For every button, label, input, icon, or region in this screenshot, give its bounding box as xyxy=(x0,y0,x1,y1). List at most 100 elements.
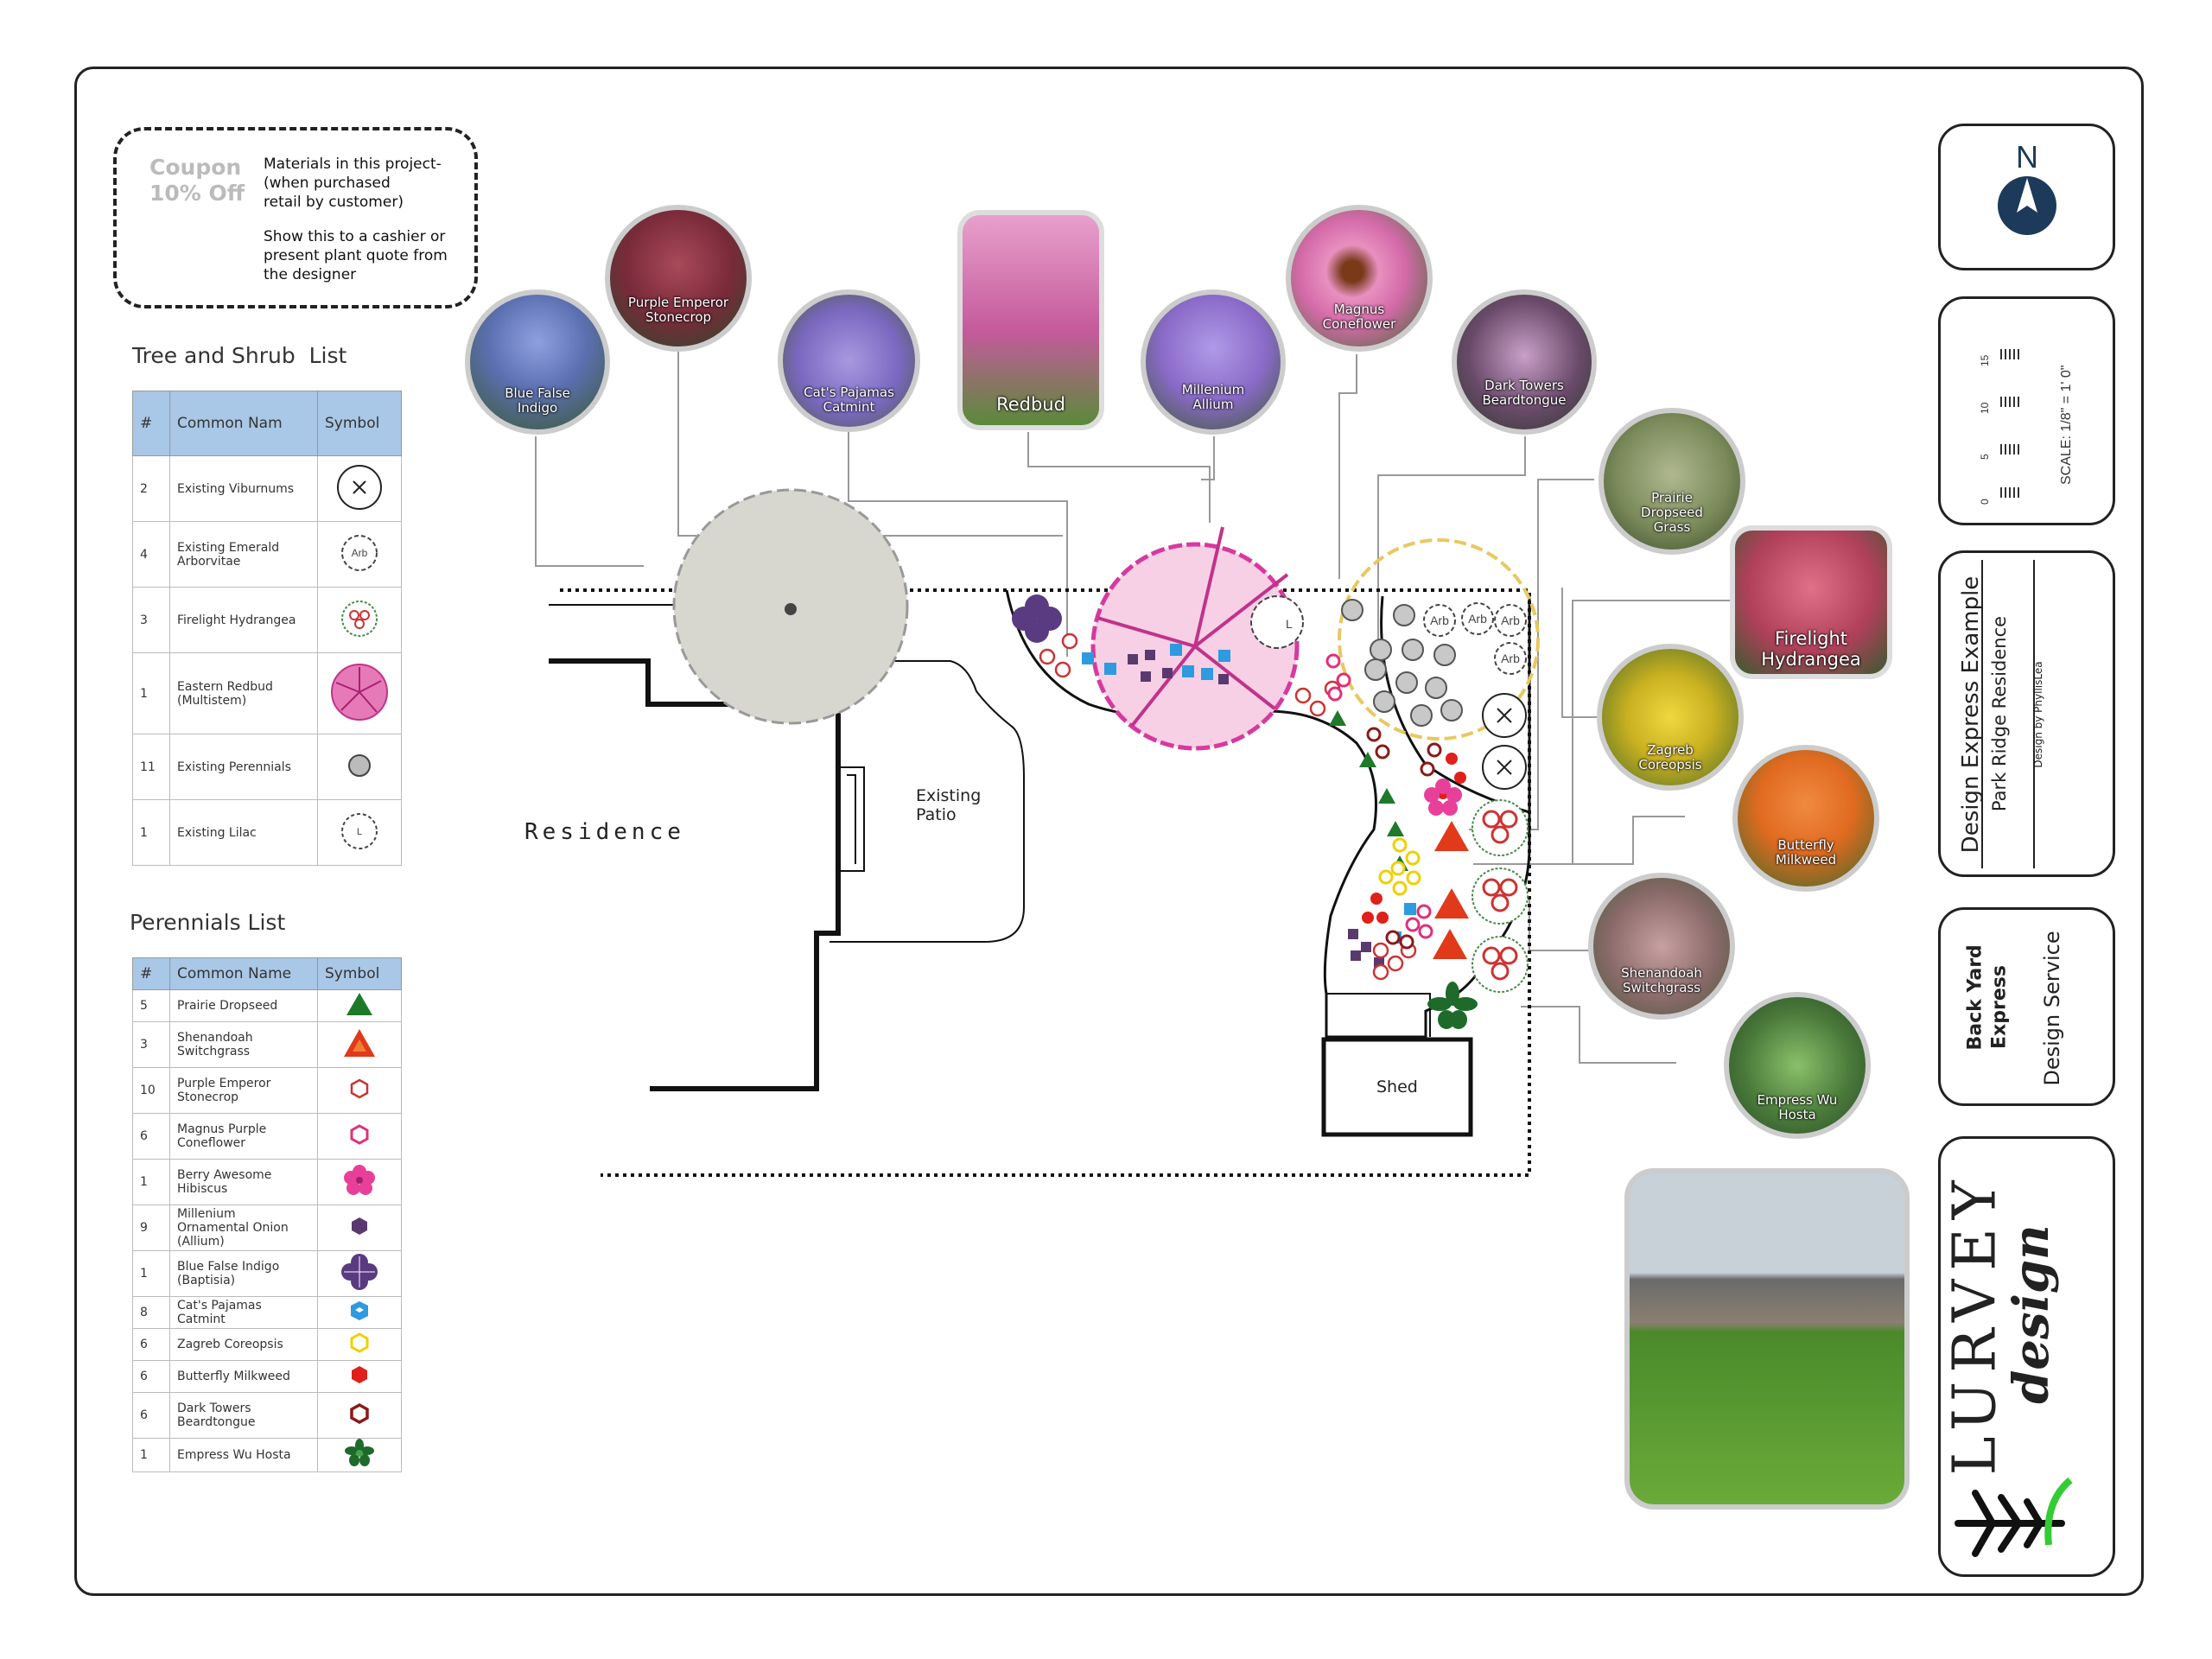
svg-text:L: L xyxy=(357,827,362,837)
coupon-text-2: Show this to a cashier or present plant … xyxy=(264,228,448,283)
photo-zagreb xyxy=(1597,644,1744,791)
label-purple-emperor: Purple Emperor Stonecrop xyxy=(627,295,729,325)
photo-dark-towers xyxy=(1452,289,1597,435)
x-circle-icon xyxy=(317,455,402,522)
gray-dot-icon xyxy=(317,734,402,800)
svg-text:N: N xyxy=(2016,139,2038,175)
red-hexagon-outline-icon xyxy=(317,1067,402,1114)
arb-icon: Arb xyxy=(317,521,402,588)
photo-purple-emperor xyxy=(605,205,752,352)
scale-box: 0 5 10 15 SCALE: 1/8" = 1' 0" xyxy=(1938,296,2115,525)
yard-photo xyxy=(1624,1168,1910,1510)
purple-cube-icon xyxy=(317,1205,402,1251)
logo-box: LURVEY design xyxy=(1938,1136,2115,1577)
photo-cats-pajamas xyxy=(778,289,920,432)
table-row: 11 Existing Perennials xyxy=(132,734,402,800)
photo-butterfly xyxy=(1732,745,1879,892)
photo-shenandoah xyxy=(1588,873,1735,1020)
label-prairie-dropseed: Prairie Dropseed Grass xyxy=(1641,490,1703,535)
label-millenium: Millenium Allium xyxy=(1181,382,1245,412)
tree-list-table: # Common Nam Symbol 2 Existing Viburnums… xyxy=(132,391,402,866)
svg-text:0: 0 xyxy=(1979,499,1991,505)
blue-cube-icon xyxy=(317,1296,402,1329)
table-row: 3 Firelight Hydrangea xyxy=(132,587,402,653)
photo-redbud xyxy=(957,210,1104,430)
label-firelight: Firelight Hydrangea xyxy=(1761,628,1861,670)
photo-empress-wu xyxy=(1724,992,1871,1139)
svg-text:15: 15 xyxy=(1979,354,1991,366)
coupon-text-1: Materials in this project- (when purchas… xyxy=(264,156,442,211)
perennial-list-title: Perennials List xyxy=(130,910,286,935)
red-triangle-icon xyxy=(317,1021,402,1068)
title-block: Design Express Example Park Ridge Reside… xyxy=(1938,550,2115,877)
redbud-icon xyxy=(317,652,402,734)
coupon-box: Coupon 10% Off Materials in this project… xyxy=(113,127,478,308)
logo-tree-icon xyxy=(1955,1477,2073,1557)
photo-millenium xyxy=(1141,289,1286,435)
label-zagreb: Zagreb Coreopsis xyxy=(1638,742,1702,772)
pink-flower-icon xyxy=(317,1159,402,1205)
pink-hexagon-icon xyxy=(317,1113,402,1160)
service-line-1: Back Yard xyxy=(1964,944,1986,1051)
red-hexagon-icon xyxy=(317,1360,402,1393)
shed-label: Shed xyxy=(1376,1077,1418,1096)
hosta-icon xyxy=(317,1438,402,1472)
tree-col-num: # xyxy=(132,391,170,456)
label-blue-false-indigo: Blue False Indigo xyxy=(505,385,570,416)
yellow-hexagon-icon xyxy=(317,1328,402,1361)
project-text: Park Ridge Residence xyxy=(1989,615,2010,812)
darkred-hexagon-icon xyxy=(317,1392,402,1439)
label-butterfly: Butterfly Milkweed xyxy=(1775,837,1837,868)
photo-prairie-dropseed xyxy=(1599,408,1745,555)
photo-blue-false-indigo xyxy=(465,289,610,435)
scale-bar: 0 5 10 15 SCALE: 1/8" = 1' 0" xyxy=(1979,349,2074,505)
svg-text:Arb: Arb xyxy=(352,547,368,559)
label-shenandoah: Shenandoah Switchgrass xyxy=(1621,965,1702,995)
purple-flower-icon xyxy=(317,1250,402,1297)
tree-col-symbol: Symbol xyxy=(317,391,402,456)
label-empress-wu: Empress Wu Hosta xyxy=(1757,1092,1838,1122)
label-redbud: Redbud xyxy=(996,394,1065,415)
svg-text:5: 5 xyxy=(1979,454,1991,460)
title-text: Design Express Example xyxy=(1958,575,1984,854)
green-triangle-icon xyxy=(317,989,402,1022)
north-arrow-icon: N xyxy=(1998,139,2056,235)
table-row: 1 Eastern Redbud (Multistem) xyxy=(132,652,402,734)
tree-list-title: Tree and Shrub List xyxy=(132,343,347,368)
hydrangea-icon xyxy=(317,587,402,653)
coupon-headline: Coupon 10% Off xyxy=(149,155,245,206)
photo-magnus xyxy=(1286,205,1433,352)
service-line-3: Design Service xyxy=(2040,931,2064,1086)
label-magnus: Magnus Coneflower xyxy=(1322,302,1396,332)
svg-text:SCALE: 1/8" = 1' 0": SCALE: 1/8" = 1' 0" xyxy=(2059,365,2074,486)
designer-text: Design by PhyllisLea xyxy=(2032,661,2044,768)
residence-label: Residence xyxy=(524,819,685,845)
table-row: 2 Existing Viburnums xyxy=(132,455,402,522)
table-row: 4 Existing Emerald Arborvitae Arb xyxy=(132,521,402,588)
label-cats-pajamas: Cat's Pajamas Catmint xyxy=(804,385,894,415)
service-block: Back Yard Express Design Service xyxy=(1938,907,2115,1106)
tree-col-name: Common Nam xyxy=(169,391,318,456)
svg-text:10: 10 xyxy=(1979,402,1991,414)
photo-firelight xyxy=(1730,525,1892,679)
table-row: 1 Existing Lilac L xyxy=(132,799,402,866)
north-arrow-box: N xyxy=(1938,124,2115,270)
label-dark-towers: Dark Towers Beardtongue xyxy=(1482,378,1567,408)
sheet-border xyxy=(74,67,2144,1596)
service-line-2: Express xyxy=(1988,965,2011,1049)
patio-label: Existing Patio xyxy=(916,786,982,824)
lilac-icon: L xyxy=(317,799,402,866)
